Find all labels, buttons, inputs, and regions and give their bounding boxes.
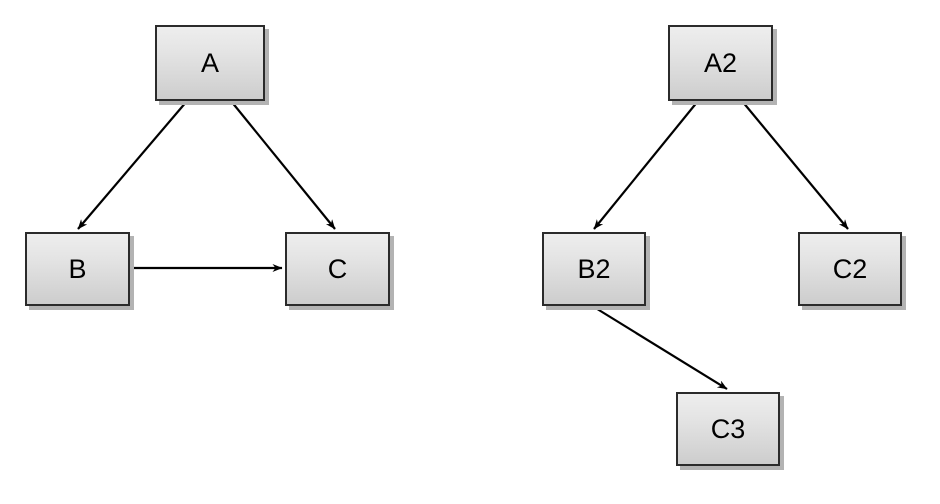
node-label: C2	[832, 253, 868, 284]
edge-a-to-b	[77, 100, 188, 230]
node-label: C	[327, 253, 348, 284]
node-a[interactable]: A	[155, 25, 265, 101]
node-label: C3	[710, 413, 746, 444]
edge-a-to-c	[230, 100, 336, 230]
edge-a2-to-c2	[741, 100, 849, 230]
node-b2[interactable]: B2	[542, 232, 646, 306]
edge-a2-to-b2	[593, 100, 699, 230]
node-b[interactable]: B	[25, 232, 130, 306]
node-c2[interactable]: C2	[798, 232, 902, 306]
node-label: A2	[703, 47, 738, 78]
node-a2[interactable]: A2	[668, 25, 773, 101]
node-c3[interactable]: C3	[676, 392, 780, 466]
edge-b2-to-c3	[593, 306, 728, 390]
node-label: B2	[577, 253, 611, 284]
node-c[interactable]: C	[285, 232, 390, 306]
node-label: A	[200, 47, 219, 78]
node-label: B	[68, 253, 87, 284]
edges-group	[77, 100, 849, 390]
